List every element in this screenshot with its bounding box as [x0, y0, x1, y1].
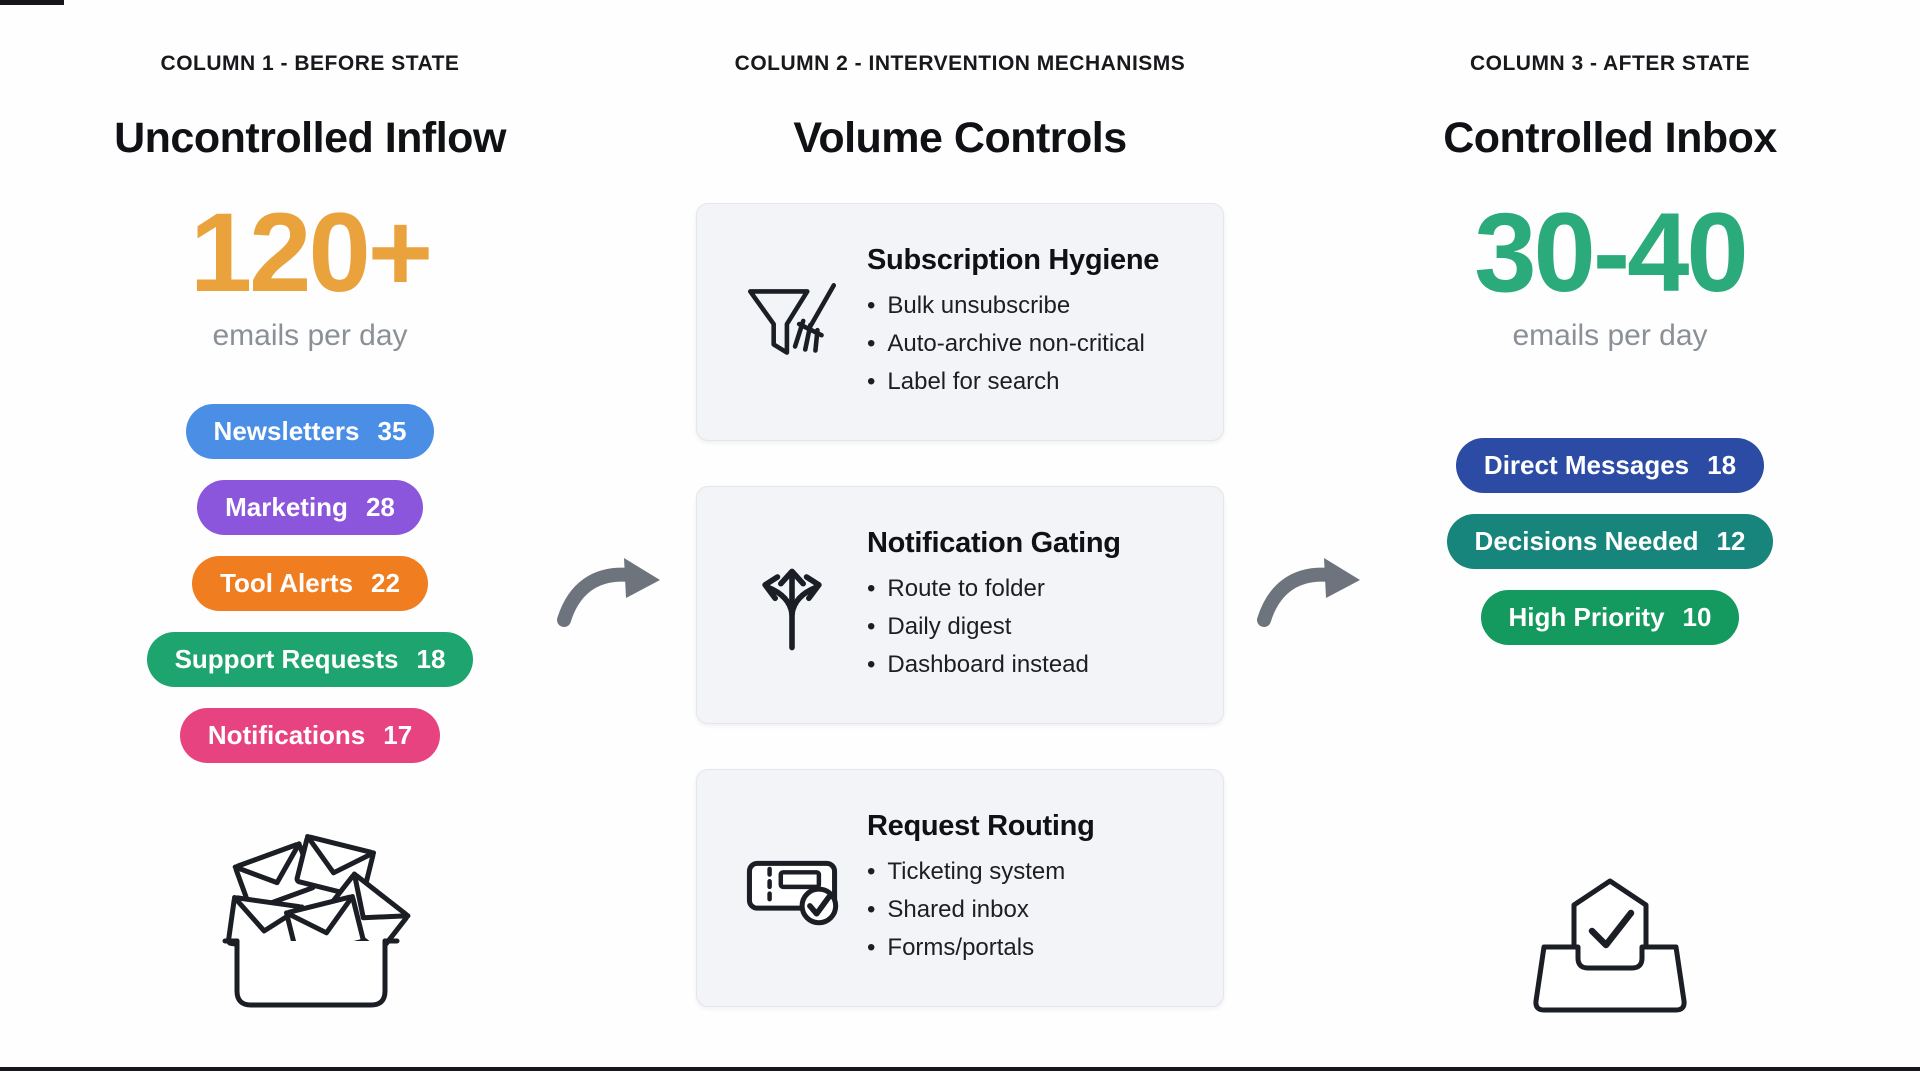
intervention-card-list: Subscription Hygiene Bulk unsubscribe Au…: [696, 203, 1224, 1007]
category-pill-marketing: Marketing 28: [197, 480, 423, 535]
category-label: Support Requests: [174, 644, 399, 674]
category-label: Direct Messages: [1483, 450, 1690, 480]
category-pill-tool-alerts: Tool Alerts 22: [192, 556, 428, 611]
before-category-list: Newsletters 35 Marketing 28 Tool Alerts …: [146, 404, 474, 763]
category-count: 18: [416, 644, 446, 674]
category-count: 18: [1707, 450, 1737, 480]
category-pill-newsletters: Newsletters 35: [185, 404, 435, 459]
category-count: 12: [1716, 526, 1746, 556]
category-count: 17: [383, 720, 413, 750]
after-stat-value: 30-40: [1474, 190, 1748, 315]
flow-arrow-icon: [557, 558, 660, 627]
category-count: 28: [365, 492, 395, 522]
category-count: 35: [377, 416, 407, 446]
inbox-check-icon: [1533, 878, 1687, 1013]
category-label: Decisions Needed: [1474, 526, 1699, 556]
card-bullet-list: Bulk unsubscribe Auto-archive non-critic…: [867, 287, 1195, 401]
category-label: Notifications: [207, 720, 366, 750]
card-subscription-hygiene: Subscription Hygiene Bulk unsubscribe Au…: [696, 203, 1224, 441]
card-bullet: Shared inbox: [867, 891, 1195, 929]
intervention-kicker: COLUMN 2 - INTERVENTION MECHANISMS: [734, 52, 1186, 75]
card-bullet: Dashboard instead: [867, 646, 1195, 684]
card-bullet-list: Ticketing system Shared inbox Forms/port…: [867, 853, 1195, 967]
branching-arrows-icon: [717, 549, 867, 661]
before-stat-value: 120+: [189, 190, 433, 315]
before-kicker: COLUMN 1 - BEFORE STATE: [160, 52, 460, 75]
after-stat-caption: emails per day: [1512, 319, 1708, 352]
card-bullet: Forms/portals: [867, 929, 1195, 967]
before-title: Uncontrolled Inflow: [114, 114, 506, 162]
intervention-title: Volume Controls: [793, 114, 1127, 162]
after-title: Controlled Inbox: [1443, 114, 1777, 162]
card-title: Subscription Hygiene: [867, 243, 1160, 276]
before-stat-caption: emails per day: [212, 319, 408, 352]
card-bullet: Label for search: [867, 363, 1195, 401]
card-title: Notification Gating: [867, 526, 1121, 559]
category-label: High Priority: [1508, 602, 1665, 632]
overflowing-inbox-icon: [222, 825, 415, 1008]
category-count: 10: [1682, 602, 1712, 632]
card-bullet: Daily digest: [867, 608, 1195, 646]
card-request-routing: Request Routing Ticketing system Shared …: [696, 769, 1224, 1007]
before-column: COLUMN 1 - BEFORE STATE Uncontrolled Inf…: [0, 0, 620, 1071]
after-column: COLUMN 3 - AFTER STATE Controlled Inbox …: [1300, 0, 1920, 1071]
card-notification-gating: Notification Gating Route to folder Dail…: [696, 486, 1224, 724]
ticket-check-icon: [717, 832, 867, 944]
card-bullet: Auto-archive non-critical: [867, 325, 1195, 363]
card-bullet-list: Route to folder Daily digest Dashboard i…: [867, 570, 1195, 684]
funnel-broom-icon: [717, 266, 867, 378]
category-label: Tool Alerts: [220, 568, 353, 598]
top-edge-artifact: [0, 0, 64, 5]
category-pill-notifications: Notifications 17: [179, 708, 441, 763]
category-pill-decisions-needed: Decisions Needed 12: [1446, 514, 1774, 569]
bottom-edge-line: [0, 1067, 1920, 1071]
after-kicker: COLUMN 3 - AFTER STATE: [1469, 52, 1751, 75]
category-count: 22: [370, 568, 400, 598]
category-pill-direct-messages: Direct Messages 18: [1455, 438, 1765, 493]
card-title: Request Routing: [867, 809, 1095, 842]
category-pill-high-priority: High Priority 10: [1480, 590, 1740, 645]
category-label: Marketing: [225, 492, 348, 522]
flow-arrow-icon: [1257, 558, 1360, 627]
card-bullet: Ticketing system: [867, 853, 1195, 891]
card-bullet: Bulk unsubscribe: [867, 287, 1195, 325]
after-category-list: Direct Messages 18 Decisions Needed 12 H…: [1446, 438, 1774, 645]
category-label: Newsletters: [213, 416, 360, 446]
card-bullet: Route to folder: [867, 570, 1195, 608]
category-pill-support-requests: Support Requests 18: [146, 632, 474, 687]
intervention-column: COLUMN 2 - INTERVENTION MECHANISMS Volum…: [620, 0, 1300, 1071]
